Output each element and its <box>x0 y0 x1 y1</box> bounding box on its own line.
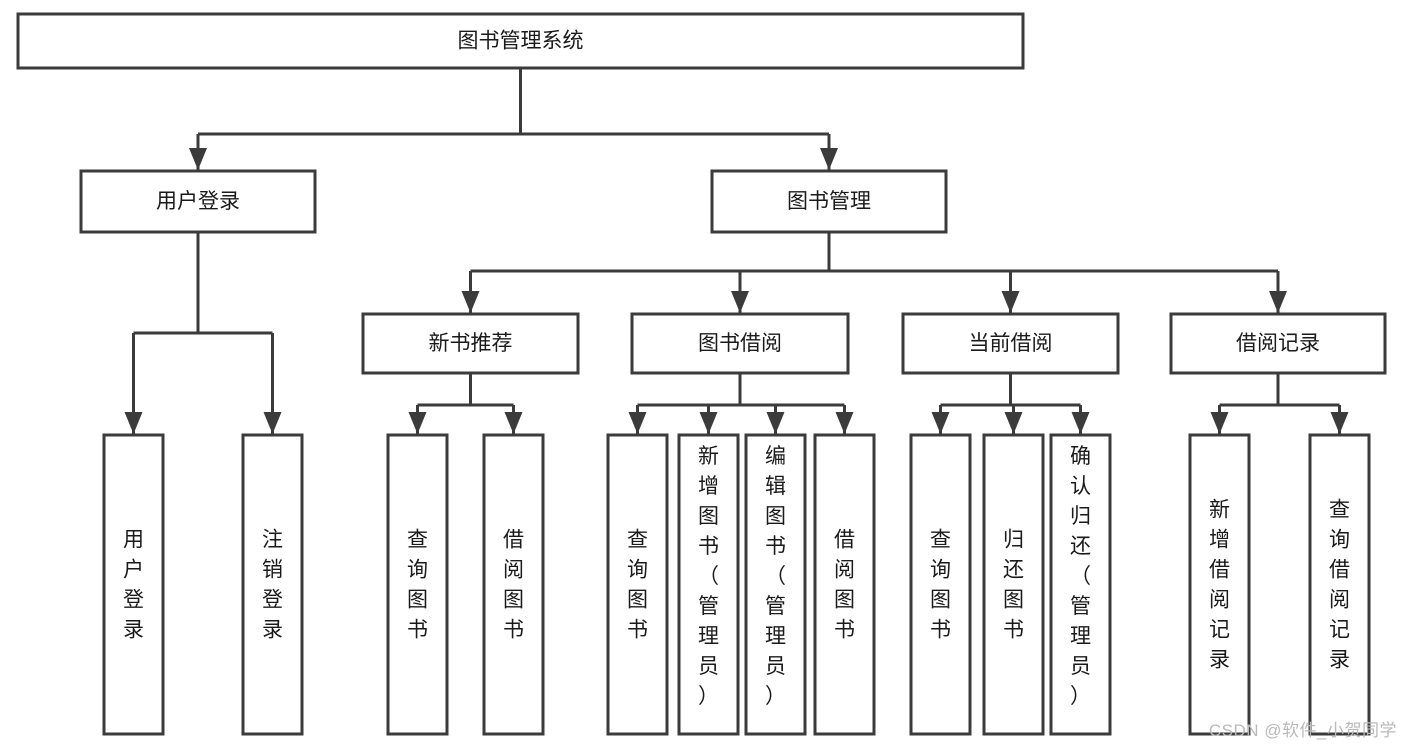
node-label-br-add-record: 新增借阅记录 <box>1209 499 1230 672</box>
node-cb-query-book[interactable]: 查询图书 <box>909 433 972 736</box>
node-label-cb-return-book: 归还图书 <box>1003 529 1024 642</box>
arrow-head-icon-bb-borrow-book <box>835 412 854 434</box>
node-label-user-login-do: 用户登录 <box>123 529 144 642</box>
arrow-head-icon-user-login-do <box>124 412 143 434</box>
node-label-bb-edit-book: 编辑图书（管理员） <box>765 445 786 708</box>
arrow-head-icon-bb-edit-book <box>766 412 785 434</box>
node-label-new-book-recommend: 新书推荐 <box>429 332 513 355</box>
node-box-user-login <box>79 169 317 234</box>
node-label-current-borrow: 当前借阅 <box>969 332 1053 355</box>
node-box-br-add-record <box>1188 433 1251 736</box>
node-box-bb-borrow-book <box>813 433 876 736</box>
node-box-bb-query-book <box>606 433 669 736</box>
arrow-head-icon-borrow-record <box>1269 291 1287 313</box>
arrow-head-icon-bb-add-book <box>699 412 718 434</box>
node-book-borrow[interactable]: 图书借阅 <box>630 312 850 375</box>
arrow-head-icon-nbr-borrow-book <box>504 412 523 434</box>
connector-layer <box>124 68 1349 434</box>
node-borrow-record[interactable]: 借阅记录 <box>1169 312 1387 375</box>
node-box-user-login-do <box>102 433 165 736</box>
node-box-cb-query-book <box>909 433 972 736</box>
node-box-cb-confirm-return <box>1049 433 1112 736</box>
node-label-root: 图书管理系统 <box>458 30 584 53</box>
node-box-cb-return-book <box>982 433 1045 736</box>
node-br-query-record[interactable]: 查询借阅记录 <box>1308 433 1371 736</box>
node-bb-edit-book[interactable]: 编辑图书（管理员） <box>744 433 807 736</box>
node-label-bb-add-book: 新增图书（管理员） <box>698 445 719 708</box>
node-root[interactable]: 图书管理系统 <box>16 12 1025 70</box>
arrow-head-icon-cb-confirm-return <box>1071 412 1090 434</box>
node-box-bb-edit-book <box>744 433 807 736</box>
node-label-user-login: 用户登录 <box>156 190 240 213</box>
node-box-user-logout <box>241 433 304 736</box>
node-bb-query-book[interactable]: 查询图书 <box>606 433 669 736</box>
node-label-cb-query-book: 查询图书 <box>930 529 951 642</box>
node-layer: 图书管理系统用户登录用户登录注销登录图书管理新书推荐查询图书借阅图书图书借阅查询… <box>16 12 1387 736</box>
node-label-borrow-record: 借阅记录 <box>1236 332 1320 355</box>
node-box-new-book-recommend <box>361 312 580 375</box>
arrow-head-icon-br-add-record <box>1210 412 1229 434</box>
csdn-watermark: CSDN @软件_小贺同学 <box>1208 721 1397 740</box>
node-box-book-borrow <box>630 312 850 375</box>
node-box-nbr-borrow-book <box>482 433 545 736</box>
node-bb-add-book[interactable]: 新增图书（管理员） <box>677 433 740 736</box>
arrow-head-icon-cb-query-book <box>931 412 950 434</box>
node-user-login-do[interactable]: 用户登录 <box>102 433 165 736</box>
arrow-head-icon-book-borrow <box>731 291 749 313</box>
node-label-br-query-record: 查询借阅记录 <box>1329 499 1350 672</box>
arrow-head-icon-bb-query-book <box>628 412 647 434</box>
arrow-head-icon-book-manage <box>820 148 838 170</box>
arrow-head-icon-new-book-recommend <box>461 291 480 313</box>
node-cb-return-book[interactable]: 归还图书 <box>982 433 1045 736</box>
node-label-user-logout: 注销登录 <box>262 529 283 642</box>
node-box-nbr-query-book <box>386 433 449 736</box>
arrow-head-icon-cb-return-book <box>1004 412 1023 434</box>
node-nbr-query-book[interactable]: 查询图书 <box>386 433 449 736</box>
arrow-head-icon-user-login <box>189 148 207 170</box>
arrow-head-icon-current-borrow <box>1001 291 1020 313</box>
node-label-bb-borrow-book: 借阅图书 <box>834 529 855 642</box>
node-label-nbr-borrow-book: 借阅图书 <box>503 529 524 642</box>
node-label-book-manage: 图书管理 <box>787 190 871 213</box>
node-user-login[interactable]: 用户登录 <box>79 169 317 234</box>
node-br-add-record[interactable]: 新增借阅记录 <box>1188 433 1251 736</box>
node-box-borrow-record <box>1169 312 1387 375</box>
node-current-borrow[interactable]: 当前借阅 <box>901 312 1120 375</box>
node-new-book-recommend[interactable]: 新书推荐 <box>361 312 580 375</box>
node-bb-borrow-book[interactable]: 借阅图书 <box>813 433 876 736</box>
node-label-cb-confirm-return: 确认归还（管理员） <box>1070 445 1091 708</box>
node-box-root <box>16 12 1025 70</box>
node-label-nbr-query-book: 查询图书 <box>407 529 428 642</box>
node-nbr-borrow-book[interactable]: 借阅图书 <box>482 433 545 736</box>
node-book-manage[interactable]: 图书管理 <box>710 169 948 234</box>
arrow-head-icon-nbr-query-book <box>408 412 427 434</box>
node-box-bb-add-book <box>677 433 740 736</box>
node-box-book-manage <box>710 169 948 234</box>
node-box-current-borrow <box>901 312 1120 375</box>
node-label-book-borrow: 图书借阅 <box>698 332 782 355</box>
node-cb-confirm-return[interactable]: 确认归还（管理员） <box>1049 433 1112 736</box>
node-box-br-query-record <box>1308 433 1371 736</box>
arrow-head-icon-user-logout <box>263 412 282 434</box>
node-label-bb-query-book: 查询图书 <box>627 529 648 642</box>
arrow-head-icon-br-query-record <box>1330 412 1349 434</box>
node-user-logout[interactable]: 注销登录 <box>241 433 304 736</box>
